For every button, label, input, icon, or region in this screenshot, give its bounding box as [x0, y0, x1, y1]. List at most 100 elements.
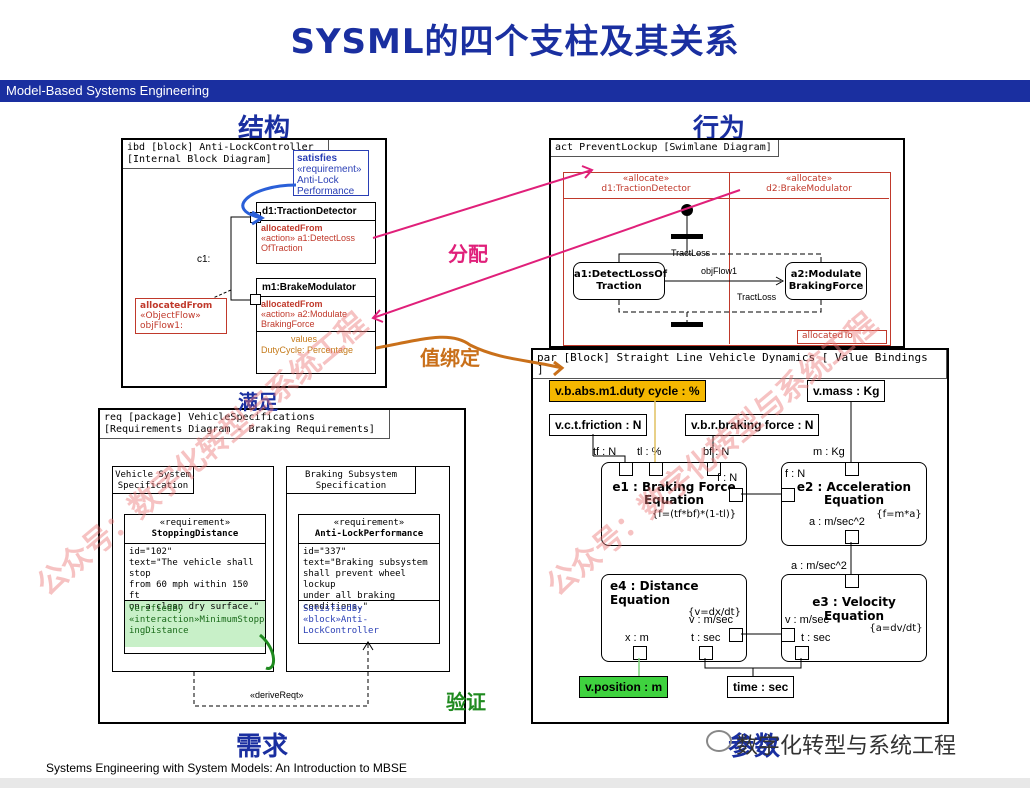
r2-text-1: id="337" — [303, 547, 347, 557]
constraint-e3: e3 : Velocity Equation {a=dv/dt} — [781, 574, 927, 662]
derive-label: «deriveReqt» — [250, 690, 304, 700]
relation-verify: 验证 — [446, 690, 486, 714]
ibd-alloc-note: allocatedFrom «ObjectFlow» objFlow1: — [135, 298, 227, 334]
ibd-note-tag: allocatedFrom — [140, 301, 213, 311]
wechat-account: 数字化转型与系统工程 — [736, 734, 957, 759]
pin-f1 — [729, 488, 743, 502]
r2-tag: SatisfiedBy — [303, 604, 363, 614]
pin-v1 — [729, 628, 743, 642]
action-a2-line1: a2:Modulate — [790, 269, 862, 280]
package2-tab: Braking Subsystem Specification — [286, 466, 416, 494]
ibd-note-line1: «ObjectFlow» — [140, 311, 201, 321]
pin-tf — [619, 462, 633, 476]
r1-tag-line2: ingDistance — [129, 626, 189, 636]
label-v2: v : m/sec — [785, 614, 830, 626]
join-bar — [671, 322, 703, 327]
wechat-icon — [706, 730, 732, 752]
r1-text-4: on a clean dry surface." — [129, 602, 260, 612]
e3-eq: {a=dv/dt} — [869, 623, 923, 634]
req-header-line1: req [package] VehicleSpecifications — [104, 412, 315, 423]
r2-text-4: under all braking conditions." — [303, 591, 396, 612]
constraint-e1: e1 : Braking Force Equation {f=(tf*bf)*(… — [601, 462, 747, 546]
label-a1: a : m/sec^2 — [809, 516, 865, 528]
pin-t1 — [699, 646, 713, 660]
m1-port — [250, 294, 261, 305]
label-m: m : Kg — [813, 446, 845, 458]
satisfies-title: satisfies — [297, 153, 338, 164]
swimlane-header — [563, 172, 889, 199]
package1-line2: Specification — [117, 481, 189, 491]
package2-line2: Specification — [315, 481, 387, 491]
req-edges — [193, 633, 374, 707]
r1-tag: VerifiedBy — [129, 604, 184, 614]
action-a2: a2:Modulate BrakingForce — [785, 262, 867, 300]
e4-name: e4 : Distance Equation — [610, 579, 699, 607]
req-header: req [package] VehicleSpecifications [Req… — [100, 410, 390, 439]
ibd-connectors — [212, 216, 250, 301]
e2-eq: {f=m*a} — [876, 509, 922, 520]
requirement-stopping: «requirement» StoppingDistance id="102" … — [124, 514, 266, 654]
act-header: act PreventLockup [Swimlane Diagram] — [551, 140, 779, 157]
part-m1-line1: «action» a2:Modulate — [261, 309, 348, 319]
act-alloc-note: allocatedTo — [797, 330, 887, 344]
part-m1-name: m1:BrakeModulator — [257, 279, 375, 297]
constraint-e4: e4 : Distance Equation {v=dx/dt} — [601, 574, 747, 662]
r1-stereo: «requirement» — [159, 518, 231, 528]
label-x: x : m — [625, 632, 649, 644]
part-d1-line2: OfTraction — [261, 243, 303, 253]
relation-binding: 值绑定 — [420, 346, 480, 370]
e1-name-2: Equation — [643, 493, 705, 507]
lane1-stereo: «allocate» — [622, 174, 670, 184]
act-flow-label: objFlow1 — [701, 266, 738, 276]
label-v1: v : m/sec — [689, 614, 734, 626]
pin-tl — [649, 462, 663, 476]
e1-eq: {f=(tf*bf)*(1-tl)} — [651, 509, 737, 520]
relation-satisfy: 满足 — [238, 390, 278, 414]
r1-text-3: from 60 mph within 150 ft — [129, 580, 249, 601]
connector-label: c1: — [197, 254, 211, 265]
e3-name: e3 : Velocity Equation — [812, 595, 896, 623]
bottom-strip — [0, 778, 1030, 788]
label-tf: tf : N — [593, 446, 617, 458]
pin-a1 — [845, 530, 859, 544]
act-pin2-label: TractLoss — [737, 292, 777, 302]
r2-name: Anti-LockPerformance — [314, 529, 424, 539]
swimlane-divider — [729, 172, 730, 344]
part-d1-name: d1:TractionDetector — [257, 203, 375, 221]
action-a1: a1:DetectLossOf Traction — [573, 262, 668, 300]
banner: Model-Based Systems Engineering — [0, 80, 1030, 102]
req-frame: req [package] VehicleSpecifications [Req… — [98, 408, 466, 724]
label-f2: f : N — [785, 468, 806, 480]
label-a2: a : m/sec^2 — [791, 560, 847, 572]
r2-text-2: text="Braking subsystem — [303, 558, 428, 568]
part-m1-line2: BrakingForce — [261, 319, 315, 329]
part-m1-tag: allocatedFrom — [261, 299, 323, 309]
package2-line1: Braking Subsystem — [304, 470, 398, 480]
action-a1-line1: a1:DetectLossOf — [574, 269, 668, 280]
banner-text: Model-Based Systems Engineering — [6, 83, 210, 98]
lane1-label: «allocate» d1:TractionDetector — [563, 174, 729, 194]
label-t1: t : sec — [691, 632, 721, 644]
param-duty-cycle: v.b.abs.m1.duty cycle : % — [549, 380, 706, 402]
ibd-header-line1: ibd [block] Anti-LockController — [127, 142, 314, 153]
e4-eq: {v=dx/dt} — [688, 607, 741, 618]
label-t2: t : sec — [801, 632, 831, 644]
act-edges — [618, 216, 822, 322]
par-frame: par [Block] Straight Line Vehicle Dynami… — [531, 348, 949, 724]
param-position: v.position : m — [579, 676, 669, 698]
param-mass: v.mass : Kg — [807, 380, 886, 402]
part-m1-values-tag: values — [291, 334, 318, 344]
r2-text-3: shall prevent wheel lockup — [303, 569, 406, 590]
pin-m — [845, 462, 859, 476]
page-title: SYSML的四个支柱及其关系 — [290, 22, 740, 62]
lane2-label: «allocate» d2:BrakeModulator — [729, 174, 889, 194]
e2-name-1: e2 : Acceleration — [796, 480, 912, 494]
part-d1: d1:TractionDetector allocatedFrom «actio… — [256, 202, 376, 264]
pin-t2 — [795, 646, 809, 660]
satisfies-line3: Performance — [297, 186, 355, 197]
par-edges — [592, 400, 852, 676]
satisfies-line1: «requirement» — [297, 164, 362, 175]
label-bf: bf : N — [703, 446, 730, 458]
pin-a2 — [845, 574, 859, 588]
lane2-stereo: «allocate» — [785, 174, 833, 184]
